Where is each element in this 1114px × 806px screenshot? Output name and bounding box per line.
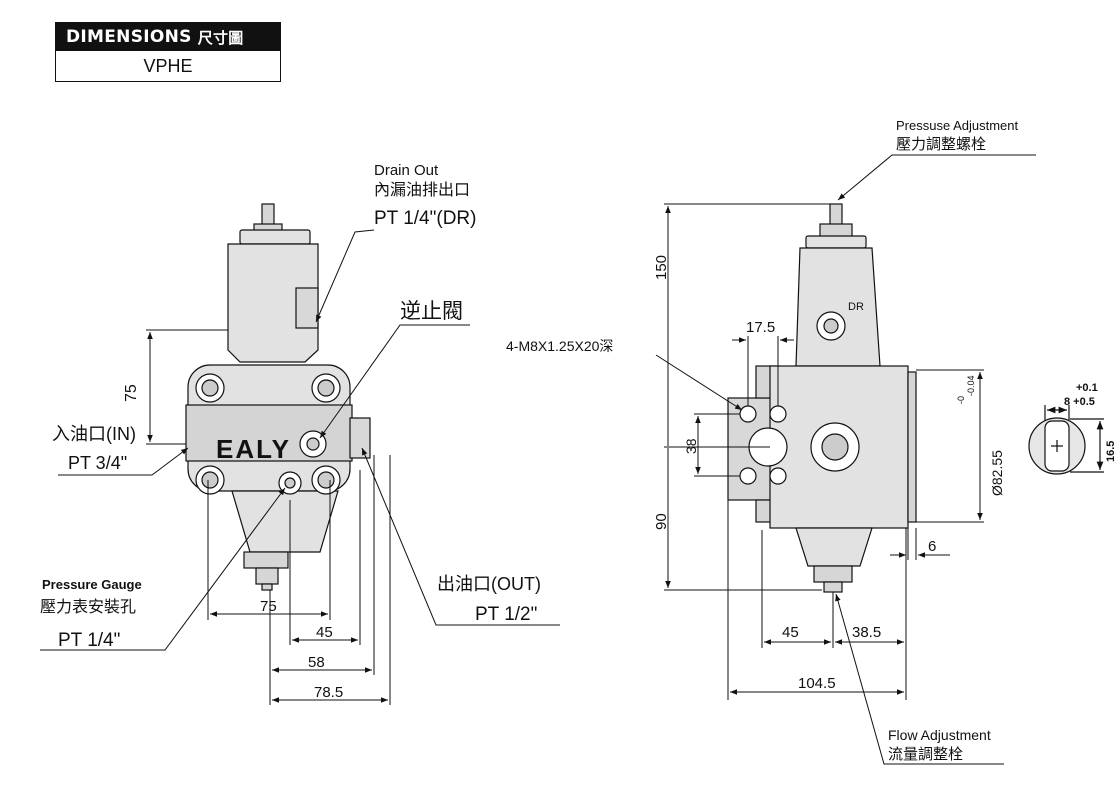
dim-38-5: 38.5 <box>852 624 881 641</box>
dim-dia-tol-upper: -0 <box>956 396 966 404</box>
inlet-size: PT 3/4" <box>68 453 127 473</box>
check-valve-label: 逆止閥 <box>400 300 463 323</box>
flow-adjustment-cn: 流量調整栓 <box>888 746 963 763</box>
dim-78-5: 78.5 <box>314 684 343 701</box>
dim-45-front: 45 <box>316 624 333 641</box>
dim-104-5: 104.5 <box>798 675 836 692</box>
pressure-gauge-cn: 壓力表安裝孔 <box>40 598 136 616</box>
shaft-dim-8: 8 +0.5 <box>1064 396 1095 408</box>
title-block: DIMENSIONS 尺寸圖 VPHE <box>55 22 281 82</box>
dim-dia-tol-lower: -0.04 <box>966 375 976 396</box>
title-header: DIMENSIONS 尺寸圖 <box>56 23 280 51</box>
shaft-end-view <box>1028 405 1104 475</box>
pressure-adjustment-label: Pressuse Adjustment <box>896 118 1019 133</box>
dim-58: 58 <box>308 654 325 671</box>
drain-out-cn: 內漏油排出口 <box>374 181 470 199</box>
bolt-spec-label: 4-M8X1.25X20深 <box>506 338 613 354</box>
dim-45-side: 45 <box>782 624 799 641</box>
dim-75-horizontal: 75 <box>260 598 277 615</box>
brand-logo: EALY <box>216 434 291 464</box>
front-view-dimensions <box>40 229 560 705</box>
pressure-adjustment-cn: 壓力調整螺栓 <box>896 136 986 153</box>
pressure-gauge-label: Pressure Gauge <box>42 577 142 592</box>
dim-6: 6 <box>928 538 936 555</box>
outlet-size: PT 1/2" <box>475 604 537 625</box>
dim-90: 90 <box>653 513 670 530</box>
side-view-pump <box>727 203 917 593</box>
title-cjk: 尺寸圖 <box>197 28 244 47</box>
dim-150: 150 <box>653 255 670 280</box>
dr-label: DR <box>848 301 864 313</box>
drain-out-label: Drain Out <box>374 162 439 179</box>
pressure-gauge-size: PT 1/4" <box>58 630 120 651</box>
model-label: VPHE <box>143 55 193 76</box>
drain-out-size: PT 1/4"(DR) <box>374 208 476 229</box>
inlet-label: 入油口(IN) <box>52 424 136 444</box>
dim-diameter: Ø82.55 <box>989 450 1005 496</box>
title-text: DIMENSIONS <box>66 27 192 47</box>
dim-17-5: 17.5 <box>746 319 775 336</box>
dim-38: 38 <box>683 438 699 454</box>
shaft-dim-16-5: 16.5 <box>1105 441 1114 462</box>
shaft-tol-upper: +0.1 <box>1076 382 1098 394</box>
side-view-dimensions <box>655 154 1036 765</box>
front-view-pump <box>185 203 371 591</box>
outlet-label: 出油口(OUT) <box>437 574 541 594</box>
dim-75-vertical: 75 <box>123 384 140 402</box>
flow-adjustment-label: Flow Adjustment <box>888 727 991 743</box>
